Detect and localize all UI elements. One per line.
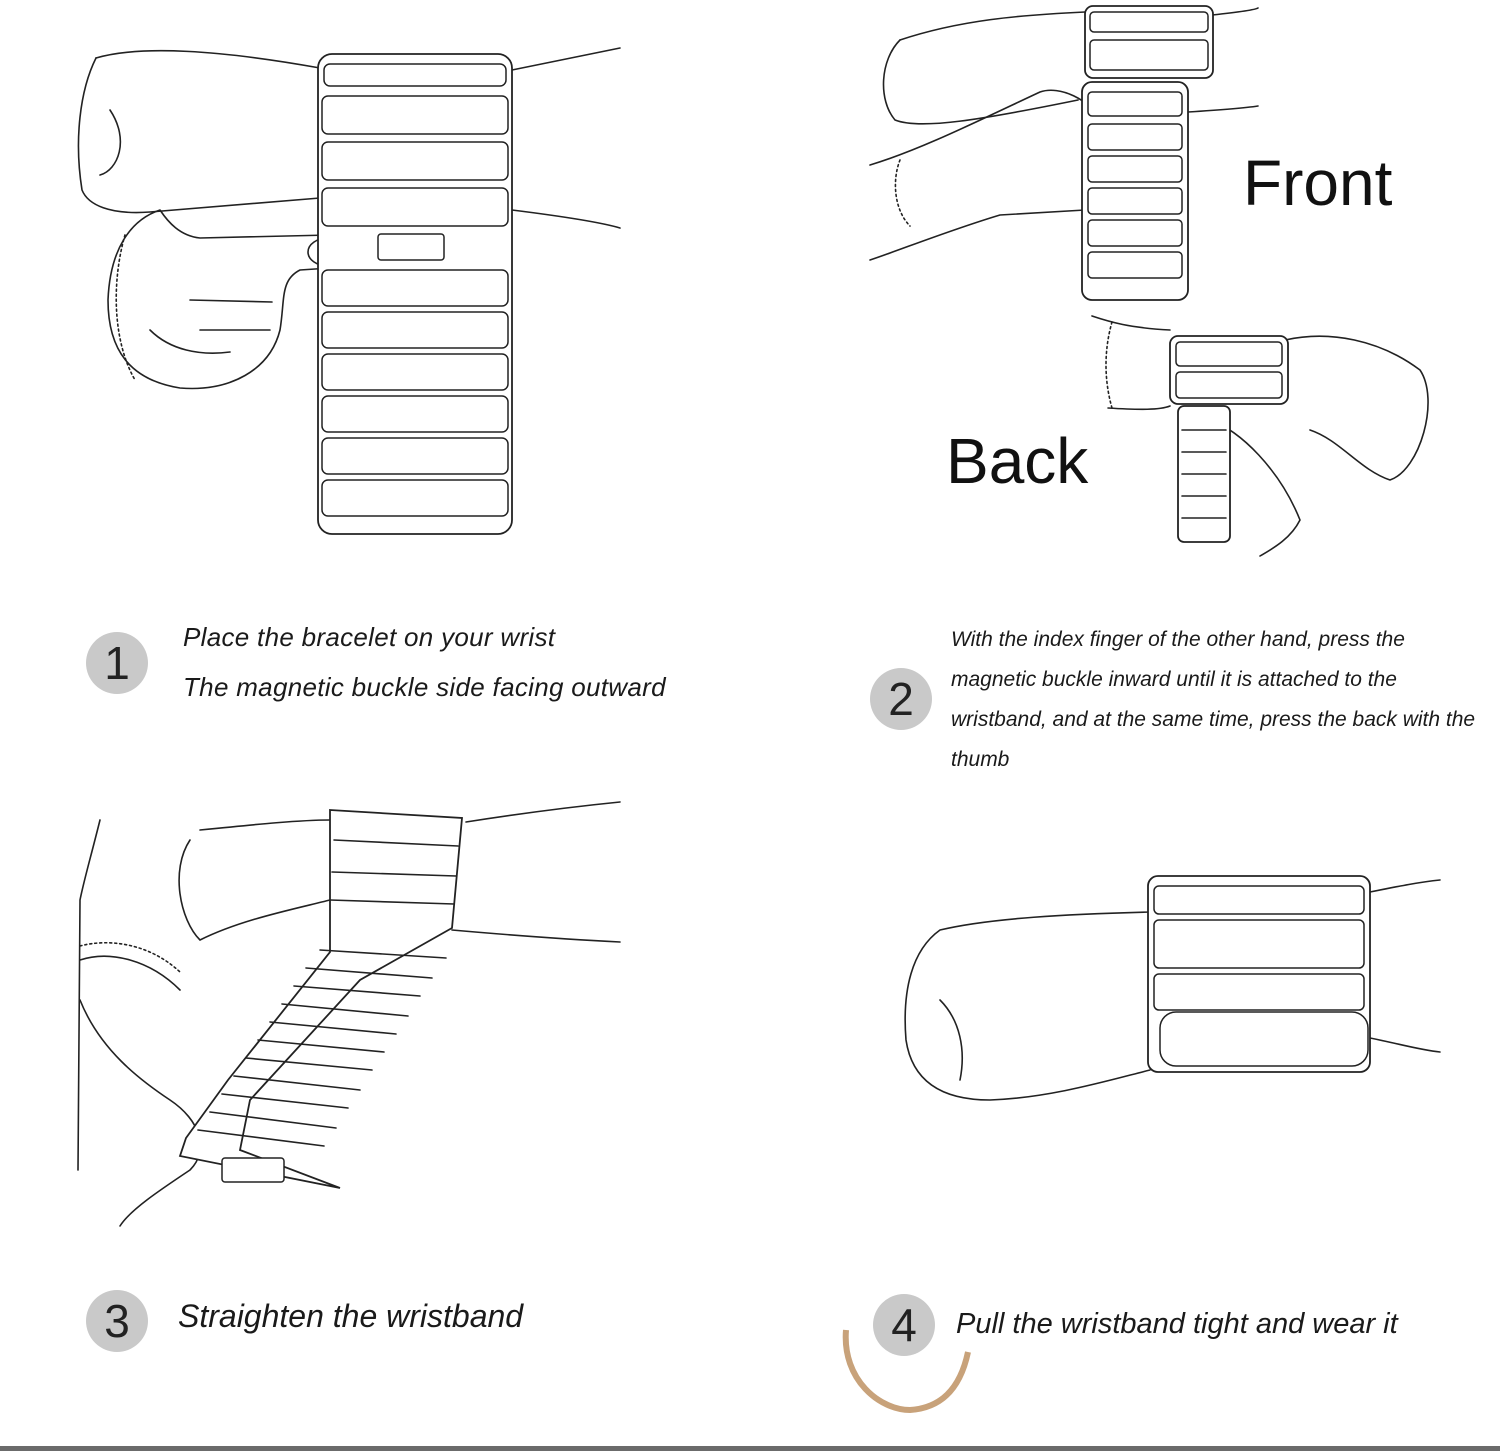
decorative-arc (842, 1329, 971, 1414)
front-label: Front (1243, 147, 1393, 219)
step-1-text: Place the bracelet on your wrist The mag… (183, 612, 666, 712)
step-number: 1 (104, 637, 130, 689)
step-badge-1: 1 (86, 632, 148, 694)
step-number: 4 (891, 1299, 917, 1351)
step4-illustration (904, 875, 1441, 1101)
step-4-text: Pull the wristband tight and wear it (956, 1308, 1398, 1340)
step-badge-2: 2 (870, 668, 932, 730)
step-number: 3 (104, 1295, 130, 1347)
step-1-line-1: Place the bracelet on your wrist (183, 622, 556, 652)
step2-illustration (869, 5, 1429, 557)
step-number: 2 (888, 673, 914, 725)
back-label: Back (946, 425, 1089, 497)
step-3-text: Straighten the wristband (178, 1298, 524, 1334)
step-badge-4: 4 (873, 1294, 935, 1356)
step-badge-3: 3 (86, 1290, 148, 1352)
step3-illustration (77, 801, 621, 1227)
step-2-text: With the index finger of the other hand,… (951, 628, 1476, 771)
step-1-line-2: The magnetic buckle side facing outward (183, 672, 666, 702)
bottom-divider (0, 1446, 1500, 1451)
step1-illustration (77, 47, 621, 535)
